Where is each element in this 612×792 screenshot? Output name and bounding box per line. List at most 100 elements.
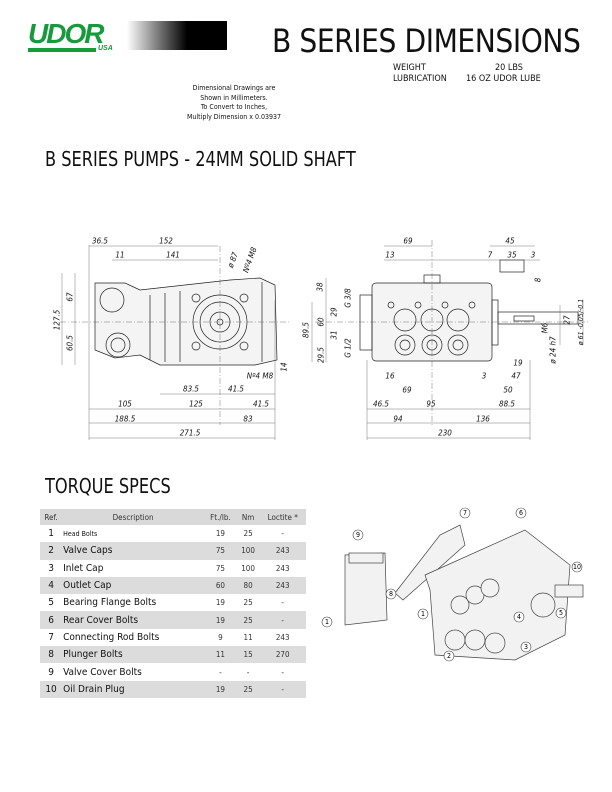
dimension-label: 46.5 bbox=[372, 399, 390, 409]
cell-nm: - bbox=[246, 667, 250, 677]
col-ref: Ref. bbox=[40, 509, 63, 525]
callout-label: 1 bbox=[421, 610, 425, 618]
logo-sub: USA bbox=[98, 45, 113, 52]
dimension-label: 125 bbox=[189, 399, 203, 409]
dimension-label: 152 bbox=[159, 236, 173, 246]
dimension-label: 127.5 bbox=[52, 309, 62, 331]
cell-ref: 4 bbox=[40, 576, 63, 595]
cell-ftlb: 11 bbox=[204, 646, 237, 664]
cell-ftlb: 19 bbox=[204, 680, 237, 698]
dimension-label: 83.5 bbox=[182, 384, 200, 394]
cell-ref: 9 bbox=[48, 666, 54, 678]
cell-loctite: - bbox=[281, 598, 285, 608]
dimension-label: 271.5 bbox=[179, 428, 201, 438]
dimension-label: 60 bbox=[316, 317, 326, 327]
cell-ref: 6 bbox=[40, 611, 63, 629]
cell-ref: 7 bbox=[48, 631, 54, 643]
dimension-label: 13 bbox=[385, 250, 395, 260]
cell-ftlb: 60 bbox=[204, 576, 237, 595]
weight-label: WEIGHT bbox=[393, 63, 426, 73]
cell-ftlb: 19 bbox=[204, 611, 237, 629]
cell-ref: 3 bbox=[48, 562, 54, 574]
callout-label: 1 bbox=[325, 618, 329, 626]
callout-label: 2 bbox=[447, 652, 451, 660]
note-line: To Convert to Inches, bbox=[200, 103, 268, 111]
dimension-label: 47 bbox=[511, 371, 521, 381]
cell-nm: 15 bbox=[236, 646, 260, 664]
header-gradient-bar bbox=[127, 21, 227, 50]
dimension-label: 50 bbox=[503, 385, 513, 395]
dimension-label: 136 bbox=[476, 414, 490, 424]
dimension-label: 36.5 bbox=[91, 236, 109, 246]
dimension-label: 38 bbox=[315, 282, 325, 292]
col-ftlb: Ft./lb. bbox=[204, 509, 237, 525]
cell-ftlb: 75 bbox=[204, 542, 237, 560]
callout-label: 7 bbox=[463, 509, 467, 517]
dimension-label: ø 61 -0.05/-0.1 bbox=[577, 298, 585, 346]
dimension-label: 7 bbox=[487, 250, 493, 260]
units-note: Dimensional Drawings are Shown in Millim… bbox=[160, 84, 308, 122]
dimension-label: 16 bbox=[385, 371, 395, 381]
dimension-label: 35 bbox=[507, 250, 517, 260]
udor-logo: UDOR USA bbox=[28, 18, 120, 52]
cell-ref: 8 bbox=[40, 646, 63, 664]
cell-loctite: 243 bbox=[259, 542, 306, 560]
cell-loctite: - bbox=[281, 529, 285, 539]
dimension-label: 105 bbox=[118, 399, 132, 409]
dimension-label: 45 bbox=[505, 236, 515, 246]
cell-ref: 1 bbox=[48, 528, 54, 540]
cell-nm: 11 bbox=[243, 632, 253, 642]
col-description: Description bbox=[62, 509, 205, 525]
logo-bar bbox=[28, 48, 96, 52]
dimension-label: 27 bbox=[562, 315, 572, 325]
callout-label: 3 bbox=[524, 643, 528, 651]
dimension-label: 41.5 bbox=[227, 384, 245, 394]
dimension-label: 41.5 bbox=[252, 399, 270, 409]
dimension-label: 31 bbox=[329, 330, 339, 340]
front-view-drawing bbox=[311, 240, 590, 440]
cell-description: Outlet Cap bbox=[62, 576, 205, 595]
cell-loctite: 270 bbox=[259, 646, 306, 664]
dimension-label: 94 bbox=[393, 414, 403, 424]
cell-description: Valve Caps bbox=[62, 542, 205, 560]
cell-description: Bearing Flange Bolts bbox=[63, 597, 157, 609]
callout-label: 4 bbox=[517, 613, 521, 621]
dimension-label: 3 bbox=[530, 250, 536, 260]
cell-description: Head Bolts bbox=[63, 529, 98, 538]
cell-ref: 5 bbox=[48, 597, 54, 609]
note-line: Shown in Millimeters. bbox=[200, 93, 268, 102]
dimension-label: 188.5 bbox=[114, 414, 136, 424]
page-title: B SERIES DIMENSIONS bbox=[272, 22, 581, 60]
cell-loctite: 243 bbox=[275, 632, 290, 642]
cell-loctite: - bbox=[259, 611, 306, 629]
cell-nm: 25 bbox=[236, 680, 260, 698]
dimension-label: 8 bbox=[533, 277, 543, 283]
dimension-label: G 1/2 bbox=[343, 338, 353, 358]
callout-label: 9 bbox=[356, 531, 360, 539]
cell-nm: 100 bbox=[241, 563, 255, 573]
col-nm: Nm bbox=[236, 509, 260, 525]
callout-label: 8 bbox=[389, 590, 393, 598]
callout-label: 5 bbox=[559, 609, 563, 617]
cell-ftlb: 75 bbox=[215, 563, 225, 573]
dimension-label: 3 bbox=[481, 371, 487, 381]
dimension-label: ø 24 h7 bbox=[548, 336, 558, 364]
exploded-view-drawing: 9 1 7 8 6 1 10 4 5 2 3 bbox=[321, 507, 584, 662]
cell-description: Valve Cover Bolts bbox=[63, 666, 142, 678]
col-loctite: Loctite * bbox=[259, 509, 306, 525]
cell-description: Oil Drain Plug bbox=[62, 680, 205, 698]
table-header-row: Ref. Description Ft./lb. Nm Loctite * bbox=[40, 509, 306, 525]
dimension-label: 14 bbox=[279, 362, 289, 372]
dimension-label: G 3/8 bbox=[343, 288, 353, 308]
cell-ftlb: 19 bbox=[215, 529, 225, 539]
dimension-label: 95 bbox=[426, 399, 436, 409]
note-line: Dimensional Drawings are bbox=[192, 84, 276, 92]
cell-nm: 100 bbox=[236, 542, 260, 560]
cell-loctite: - bbox=[259, 680, 306, 698]
dimension-label: 60.5 bbox=[65, 334, 75, 352]
cell-loctite: - bbox=[281, 667, 285, 677]
callout-label: 10 bbox=[573, 563, 581, 571]
